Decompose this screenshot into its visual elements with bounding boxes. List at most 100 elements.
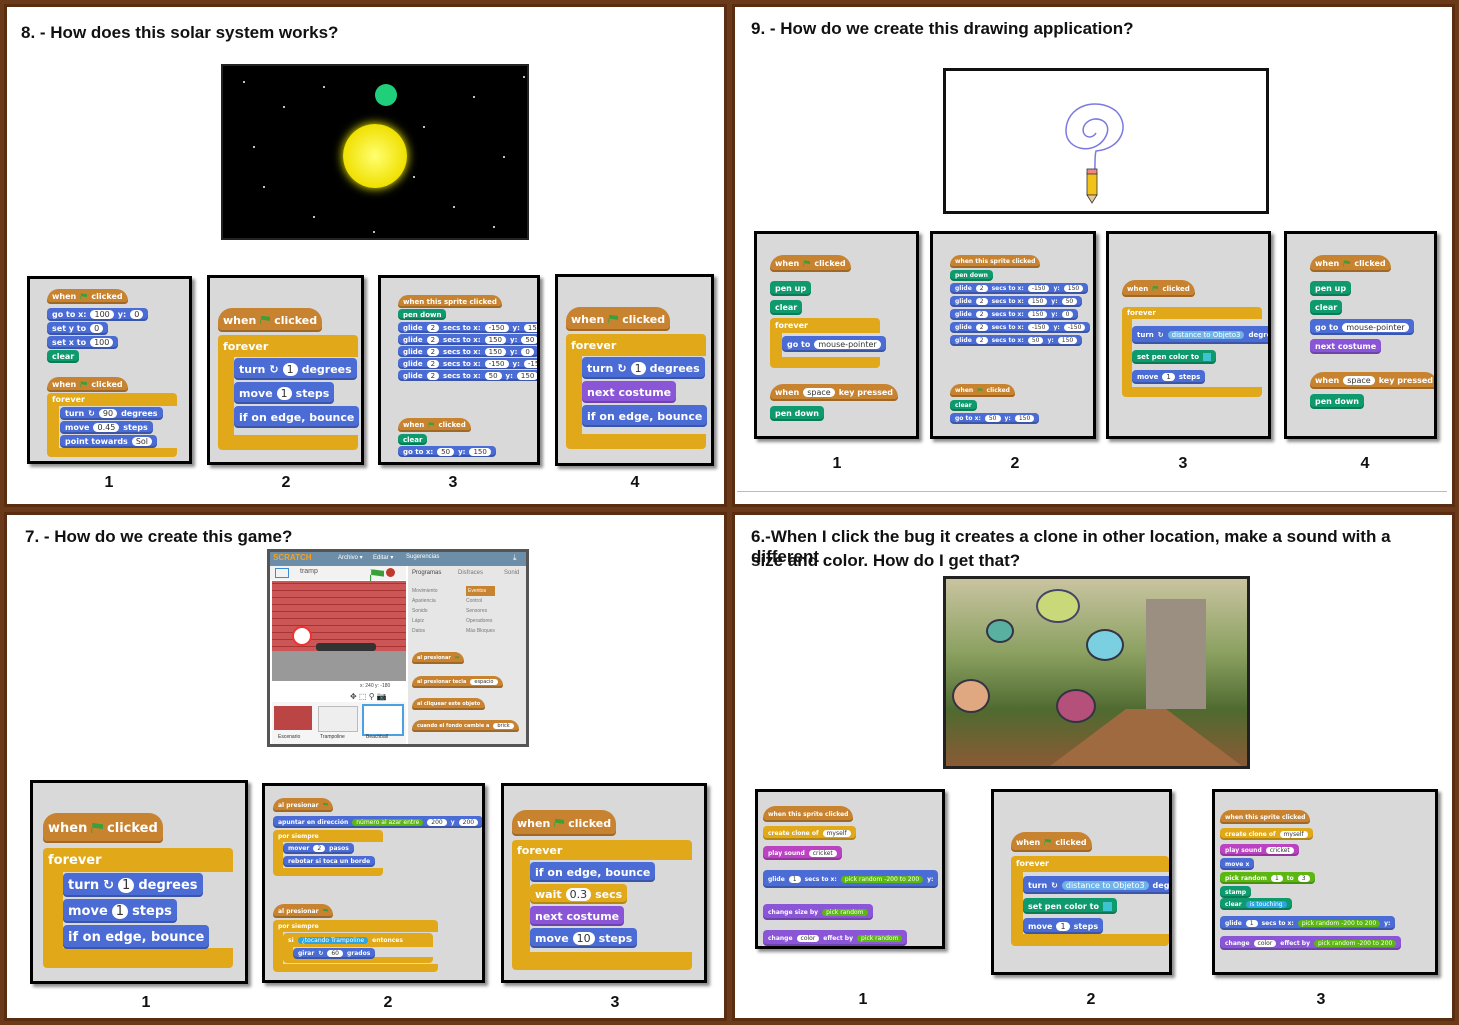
blocks-palette: Programas Disfraces Sonid Movimiento Apa…: [408, 566, 526, 744]
category-item-active[interactable]: Eventos: [466, 586, 495, 596]
block-text: clicked: [438, 421, 466, 429]
sprite-label: Escenario: [278, 734, 301, 740]
block-value: 50: [1061, 298, 1078, 305]
block-value: 2: [975, 324, 988, 331]
palette-block[interactable]: al cliquear este objeto: [412, 698, 486, 710]
category-item[interactable]: Sonido: [412, 608, 428, 614]
tab-programas[interactable]: Programas: [412, 570, 442, 576]
green-planet[interactable]: [375, 84, 397, 106]
option-6-1[interactable]: when this sprite clicked create clone of…: [755, 789, 945, 949]
block-text: glide: [403, 335, 423, 344]
project-title[interactable]: tramp: [300, 568, 318, 575]
bug-sprite[interactable]: [1086, 629, 1124, 661]
pencil-icon[interactable]: [1086, 168, 1098, 204]
category-item[interactable]: Lápiz: [412, 618, 424, 624]
block-text: glide: [403, 359, 423, 368]
block-text: when this sprite clicked: [1225, 813, 1306, 821]
game-stage[interactable]: [272, 581, 406, 681]
block-text: effect by: [1280, 939, 1311, 947]
block-value: 0: [130, 310, 144, 319]
block-text: y:: [1051, 298, 1058, 305]
category-item[interactable]: Control: [466, 598, 483, 604]
stop-icon[interactable]: [386, 568, 395, 577]
block-text: steps: [598, 931, 633, 945]
bug-sprite[interactable]: [1056, 689, 1096, 723]
category-item[interactable]: Movimiento: [412, 588, 438, 594]
drawing-canvas[interactable]: [946, 71, 1266, 211]
sprite-thumb-escenario[interactable]: [274, 706, 312, 730]
block-text: forever: [223, 339, 269, 353]
menu-editar[interactable]: Editar ▾: [373, 555, 394, 561]
palette-block[interactable]: al presionar: [412, 652, 465, 664]
download-icon[interactable]: ⤓: [513, 553, 517, 562]
block-text: al cliquear este objeto: [417, 701, 481, 707]
block-text: turn: [1137, 331, 1154, 339]
option-number: 2: [1086, 991, 1096, 1008]
bug-sprite[interactable]: [1036, 589, 1080, 623]
menu-sugerencias[interactable]: Sugerencias: [406, 554, 440, 560]
block-text: if on edge, bounce: [68, 929, 205, 945]
option-number: 2: [1010, 455, 1020, 472]
block-text: set pen color to: [1137, 353, 1200, 361]
block-value: 50: [484, 371, 502, 380]
category-item[interactable]: Sensores: [466, 608, 488, 614]
menu-archivo[interactable]: Archivo ▾: [338, 555, 363, 561]
block-value: 2: [975, 311, 988, 318]
block-text: secs to x:: [443, 371, 481, 380]
block-text: glide: [768, 875, 785, 883]
block-text: stamp: [1225, 888, 1247, 896]
block-text: steps: [295, 386, 330, 400]
option-6-3[interactable]: when this sprite clicked create clone of…: [1212, 789, 1438, 975]
question-6-title-line1: 6.-When I click the bug it creates a clo…: [751, 527, 1391, 566]
fullscreen-icon[interactable]: [275, 568, 289, 578]
block-text: pen up: [1315, 284, 1347, 293]
bug-sprite[interactable]: [986, 619, 1014, 643]
option-number: 1: [141, 994, 151, 1011]
green-flag-icon[interactable]: [370, 569, 385, 582]
block-value: 150: [484, 335, 506, 344]
sprite-list: Escenario Trampoline Beachball: [272, 702, 406, 744]
block-text: cuando el fondo cambie a: [417, 723, 490, 729]
tab-sonidos[interactable]: Sonid: [504, 570, 520, 576]
option-number: 1: [858, 991, 868, 1008]
bug-sprite[interactable]: [952, 679, 990, 713]
block-text: change size by: [768, 908, 819, 916]
sprite-thumb-trampoline[interactable]: [318, 706, 358, 732]
block-text: secs to x:: [991, 285, 1024, 292]
block-text: when this sprite clicked: [403, 297, 497, 306]
block-text: al presionar: [278, 907, 319, 915]
category-item[interactable]: Más Bloques: [466, 628, 495, 634]
block-text: y:: [512, 359, 520, 368]
block-text: create clone of: [768, 829, 819, 837]
block-text: go to x:: [403, 447, 434, 456]
block-value: 150: [1014, 415, 1035, 422]
block-text: when: [955, 387, 974, 394]
block-text: if on edge, bounce: [587, 409, 703, 423]
block-text: to: [899, 875, 906, 883]
block-value: 50: [437, 447, 455, 456]
tab-disfraces[interactable]: Disfraces: [458, 570, 484, 576]
color-swatch: [1102, 901, 1112, 911]
category-item[interactable]: Apariencia: [412, 598, 436, 604]
beachball-sprite[interactable]: [292, 626, 312, 646]
category-item[interactable]: Operadores: [466, 618, 493, 624]
sprite-thumb-beachball[interactable]: [362, 704, 404, 736]
category-item[interactable]: Datos: [412, 628, 426, 634]
block-value: 2: [426, 359, 440, 368]
yellow-sun[interactable]: [343, 124, 407, 188]
trampoline-sprite[interactable]: [316, 643, 376, 651]
